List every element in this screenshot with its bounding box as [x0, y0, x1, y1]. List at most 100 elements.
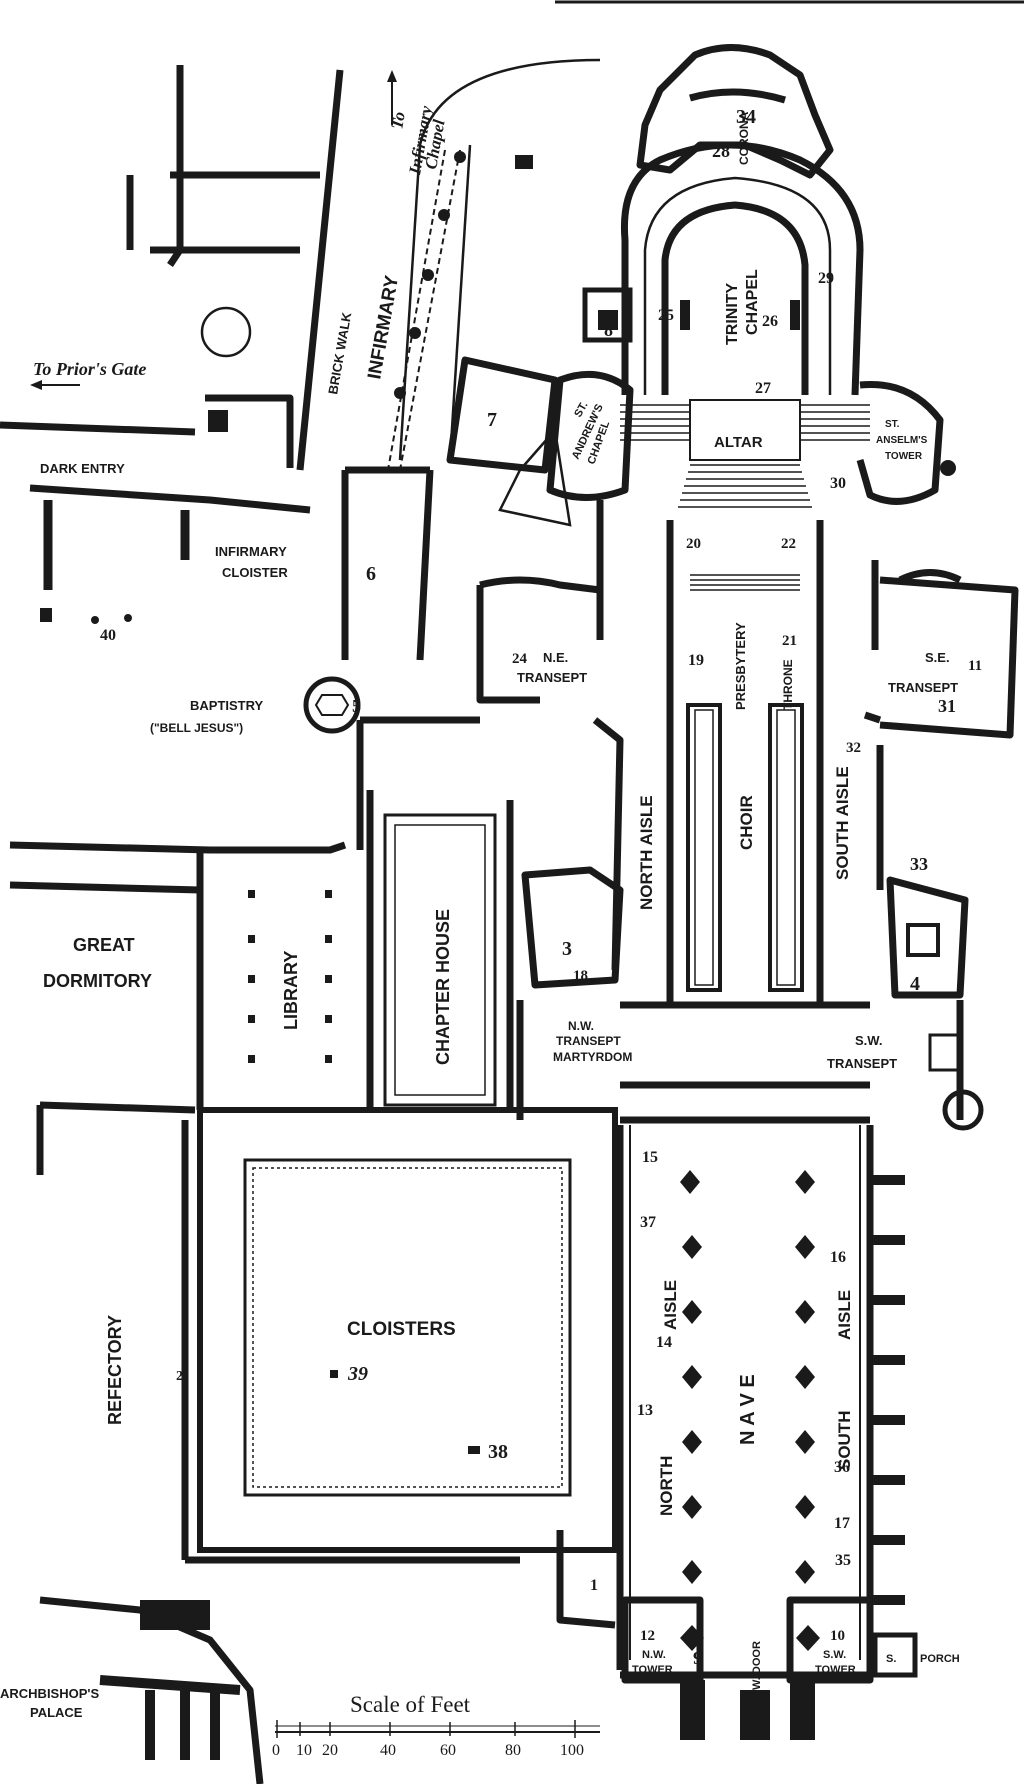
- ref-15: 15: [642, 1149, 658, 1166]
- label-refectory: REFECTORY: [105, 1315, 125, 1425]
- ref-16: 16: [830, 1249, 846, 1266]
- scale-title: Scale of Feet: [350, 1692, 471, 1717]
- label-south-aisle-lower-2: SOUTH: [835, 1411, 854, 1471]
- ref-32: 32: [846, 740, 861, 756]
- ref-39: 39: [347, 1363, 368, 1385]
- label-infirmary: INFIRMARY: [364, 274, 403, 381]
- label-se-transept-1: S.E.: [925, 650, 950, 665]
- ref-22: 22: [781, 536, 796, 552]
- label-baptistry-1: BAPTISTRY: [190, 698, 264, 713]
- ref-37: 37: [640, 1214, 656, 1231]
- ref-10: 10: [830, 1628, 845, 1644]
- label-nw-tower-2: TOWER: [632, 1664, 673, 1676]
- label-south-aisle-lower-1: AISLE: [835, 1290, 854, 1340]
- ref-38: 38: [488, 1441, 508, 1463]
- ref-36: 36: [834, 1459, 850, 1476]
- scale-tick-20: 20: [322, 1742, 338, 1759]
- ref-25: 25: [658, 307, 674, 324]
- ref-8: 8: [604, 320, 613, 340]
- ref-17: 17: [834, 1515, 850, 1532]
- label-infirmary-cloister-2: CLOISTER: [222, 565, 288, 580]
- scale-bar: [275, 1720, 600, 1738]
- st-andrews-chapel-walls: [498, 370, 634, 580]
- label-sw-tower-1: S.W.: [823, 1649, 846, 1661]
- ref-2: 2: [176, 1369, 183, 1384]
- label-dark-entry: DARK ENTRY: [40, 461, 125, 476]
- scale-labels: Scale of Feet 0 10 20 40 60 80 100: [272, 1692, 584, 1759]
- ref-6: 6: [366, 563, 376, 585]
- label-choir: CHOIR: [737, 795, 756, 850]
- scale-tick-0: 0: [272, 1742, 280, 1759]
- label-s-porch-1: S.: [886, 1653, 896, 1665]
- ref-40: 40: [100, 627, 116, 644]
- label-nave: N A V E: [737, 1374, 759, 1445]
- label-sw-tower-2: TOWER: [815, 1664, 856, 1676]
- nave-walls: [616, 1116, 918, 1740]
- label-archbishops-palace-1: ARCHBISHOP'S: [0, 1686, 99, 1701]
- label-library: LIBRARY: [281, 951, 301, 1030]
- label-sw-transept-2: TRANSEPT: [827, 1056, 897, 1071]
- label-altar: ALTAR: [714, 434, 763, 451]
- label-w-door: W. DOOR: [751, 1641, 763, 1690]
- east-end-walls: [582, 44, 956, 591]
- arrow-to-infirmary-chapel-icon: [387, 70, 397, 125]
- label-archbishops-palace-2: PALACE: [30, 1705, 83, 1720]
- label-sw-transept-1: S.W.: [855, 1033, 882, 1048]
- ref-30: 30: [830, 475, 846, 492]
- ref-7: 7: [487, 409, 497, 431]
- cloisters-walls: [181, 1107, 618, 1629]
- ref-20: 20: [686, 536, 701, 552]
- scale-tick-80: 80: [505, 1742, 521, 1759]
- ref-34: 34: [736, 106, 756, 128]
- label-south-aisle-upper: SOUTH AISLE: [833, 766, 852, 880]
- cathedral-body-walls: [303, 520, 1019, 1131]
- label-north-aisle-lower-1: AISLE: [661, 1280, 680, 1330]
- label-trinity-2: CHAPEL: [744, 269, 761, 335]
- scale-tick-60: 60: [440, 1742, 456, 1759]
- ref-5: 5: [352, 696, 361, 716]
- claustral-buildings: [9, 716, 514, 1175]
- label-great-dormitory-2: DORMITORY: [43, 971, 152, 991]
- ref-4: 4: [910, 973, 920, 995]
- label-throne: THRONE: [781, 659, 795, 710]
- label-cloisters: CLOISTERS: [347, 1319, 456, 1340]
- label-st-anselms-1: ST.: [885, 419, 900, 430]
- nave-columns: [680, 1170, 820, 1651]
- ref-12: 12: [640, 1628, 655, 1644]
- ref-9: 9: [693, 1648, 702, 1668]
- label-nw-tower-1: N.W.: [642, 1649, 666, 1661]
- label-infirmary-cloister-1: INFIRMARY: [215, 544, 287, 559]
- ref-3: 3: [562, 938, 572, 960]
- label-baptistry-2: ("BELL JESUS"): [150, 721, 243, 735]
- label-brick-walk: BRICK WALK: [325, 311, 354, 396]
- label-st-anselms-2: ANSELM'S: [876, 435, 928, 446]
- scale-tick-10: 10: [296, 1742, 312, 1759]
- dark-entry-walls: [0, 394, 434, 661]
- ref-21: 21: [782, 633, 797, 649]
- ref-26: 26: [762, 313, 778, 330]
- ref-31: 31: [938, 696, 956, 716]
- label-s-porch-2: PORCH: [920, 1653, 960, 1665]
- label-trinity-1: TRINITY: [724, 282, 741, 345]
- well-circle: [200, 306, 252, 358]
- label-chapter-house: CHAPTER HOUSE: [433, 909, 453, 1065]
- label-nw-transept-1: N.W.: [568, 1019, 594, 1033]
- map-labels: To Infirmary Chapel BRICK WALK INFIRMARY…: [0, 104, 960, 1720]
- ref-18: 18: [573, 968, 588, 984]
- infirmary-walls: [126, 58, 601, 471]
- label-presbytery: PRESBYTERY: [733, 622, 748, 710]
- arrow-to-priors-gate-icon: [30, 380, 80, 390]
- ref-11: 11: [968, 658, 982, 674]
- label-st-anselms-3: TOWER: [885, 451, 923, 462]
- label-ne-transept-1: N.E.: [543, 650, 568, 665]
- label-to-priors-gate: To Prior's Gate: [33, 359, 146, 379]
- palace-walls: [39, 1596, 264, 1784]
- label-se-transept-2: TRANSEPT: [888, 680, 958, 695]
- label-north-aisle-upper: NORTH AISLE: [637, 795, 656, 910]
- label-ne-transept-2: TRANSEPT: [517, 670, 587, 685]
- ref-29: 29: [818, 270, 834, 287]
- ref-14: 14: [656, 1334, 672, 1351]
- ref-1: 1: [590, 1577, 598, 1594]
- scale-tick-40: 40: [380, 1742, 396, 1759]
